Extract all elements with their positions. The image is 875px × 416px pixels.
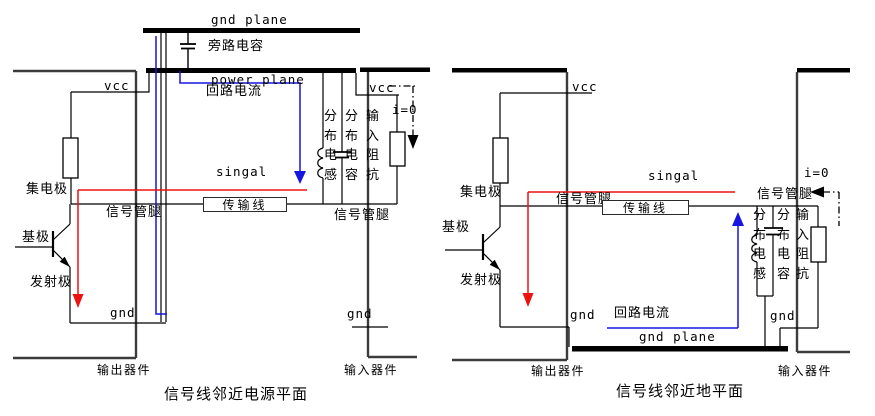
right-output-device-label: 输出器件 [531, 364, 586, 378]
right-circuit [445, 68, 850, 362]
left-diagram-title: 信号线邻近电源平面 [164, 385, 309, 403]
right-collector-resistor [492, 137, 509, 184]
left-signal-pin-driver-label: 信号管腿 [106, 205, 163, 220]
right-distributed-capacitance-label: 分布电容 [776, 208, 790, 282]
right-transmission-line-box: 传输线 [602, 200, 689, 215]
left-gnd-plane-bar [143, 28, 360, 33]
right-gnd-plane-label: gnd plane [639, 329, 716, 344]
left-power-plane-bar [146, 68, 356, 73]
left-collector-resistor [62, 137, 79, 179]
left-input-impedance-resistor [389, 131, 406, 167]
right-wires [445, 92, 819, 347]
right-i-zero-label: i=0 [804, 165, 830, 180]
left-gnd-receiver-label: gnd [347, 306, 373, 321]
left-return-current-path [155, 36, 301, 315]
right-gnd-driver-label: gnd [570, 307, 596, 322]
left-i-zero-arrow [407, 135, 419, 149]
left-collector-label: 集电极 [26, 182, 69, 197]
left-base-label: 基极 [22, 230, 51, 245]
right-vcc-driver-label: vcc [572, 79, 598, 94]
right-return-current-path [607, 226, 739, 329]
right-signal-pin-receiver-label: 信号管腿 [757, 187, 814, 202]
left-distributed-capacitance-label: 分布电容 [344, 109, 358, 183]
left-vcc-driver-label: vcc [104, 78, 130, 93]
right-i-zero-arrow [810, 186, 824, 198]
left-loop-current-label: 回路电流 [206, 84, 263, 99]
right-signal-label: singal [648, 168, 700, 183]
left-signal-label: singal [216, 164, 268, 179]
left-signal-current-arrow [72, 294, 84, 308]
left-i-zero-path [389, 85, 417, 135]
bypass-capacitor [180, 33, 196, 68]
left-bypass-cap-label: 旁路电容 [208, 39, 265, 54]
left-vcc-receiver-label: vcc [369, 80, 395, 95]
left-input-device-top-bar [360, 67, 430, 72]
left-transmission-line-label: 传输线 [222, 198, 268, 212]
right-input-impedance-resistor [810, 226, 827, 263]
right-output-device-outline [452, 72, 569, 362]
right-signal-current-arrow [522, 293, 534, 307]
right-emitter-arrow [489, 259, 500, 270]
right-input-device-top-bar [797, 68, 850, 73]
right-input-device-outline [795, 72, 850, 354]
left-input-impedance-label: 输入阻抗 [365, 109, 379, 183]
right-gnd-receiver-label: gnd [770, 308, 796, 323]
right-loop-current-label: 回路电流 [614, 306, 671, 321]
right-i-zero-path [823, 191, 840, 226]
right-signal-pin-driver-label: 信号管腿 [556, 192, 613, 207]
left-input-device-outline [366, 72, 417, 359]
left-output-device-outline [13, 69, 138, 360]
right-gnd-plane-bar [572, 346, 788, 352]
right-collector-label: 集电极 [460, 185, 503, 200]
right-output-device-top-bar [452, 68, 567, 73]
right-emitter-label: 发射极 [460, 273, 503, 288]
left-distributed-inductance-label: 分布电感 [323, 109, 337, 183]
left-gnd-driver-label: gnd [110, 305, 136, 320]
left-i-zero-label: i=0 [392, 102, 418, 117]
left-distributed-inductor-coil [317, 147, 324, 179]
right-signal-current-path [527, 191, 735, 293]
left-output-device-label: 输出器件 [97, 363, 152, 377]
right-return-current-arrow [732, 212, 744, 226]
left-wires [15, 33, 399, 328]
right-diagram-title: 信号线邻近地平面 [616, 382, 745, 400]
left-power-plane-label: power plane [211, 72, 305, 87]
left-emitter-arrow [59, 256, 70, 267]
left-gnd-plane-label: gnd plane [211, 12, 288, 27]
left-circuit [13, 28, 430, 360]
right-distributed-inductance-label: 分布电感 [752, 208, 766, 282]
left-transmission-line-box: 传输线 [203, 197, 287, 212]
right-transmission-line-label: 传输线 [622, 201, 668, 215]
left-signal-current-path [77, 189, 307, 294]
left-emitter-label: 发射极 [30, 275, 73, 290]
left-return-current-arrow [294, 171, 306, 184]
right-base-label: 基极 [442, 220, 471, 235]
left-input-device-label: 输入器件 [344, 363, 399, 377]
right-input-device-label: 输入器件 [778, 364, 833, 378]
right-distributed-inductor-coil [751, 234, 758, 263]
left-signal-pin-receiver-label: 信号管腿 [334, 208, 391, 223]
right-input-impedance-label: 输入阻抗 [795, 208, 809, 282]
